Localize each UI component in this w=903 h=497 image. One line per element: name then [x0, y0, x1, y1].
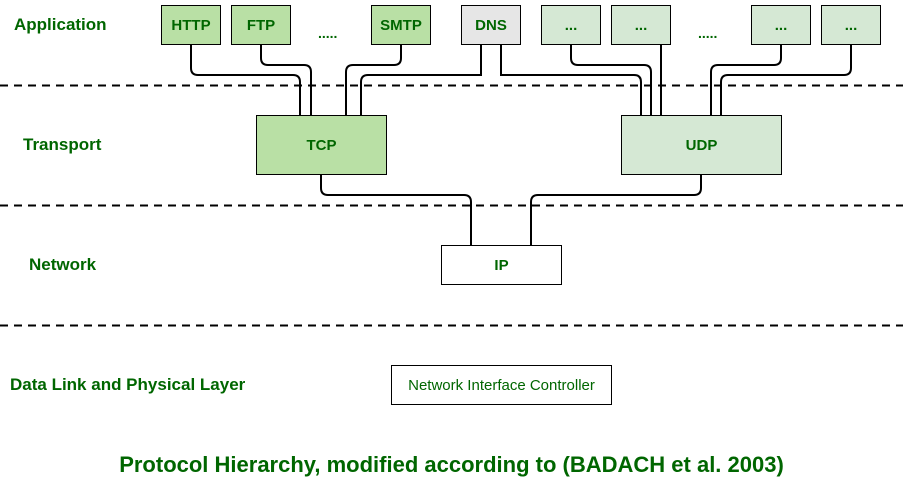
protocol-label: DNS [475, 16, 507, 34]
connector-smtp-tcp [345, 45, 402, 115]
protocol-box-tcp: TCP [256, 115, 387, 175]
connector-app4-udp [720, 45, 852, 115]
figure-caption: Protocol Hierarchy, modified according t… [119, 452, 784, 477]
protocol-box-ftp: FTP [231, 5, 291, 45]
protocol-box-udp: UDP [621, 115, 782, 175]
protocol-box-udp-app-1: ... [541, 5, 601, 45]
protocol-box-udp-app-4: ... [821, 5, 881, 45]
connector-app1-udp [570, 45, 652, 115]
protocol-box-ip: IP [441, 245, 562, 285]
protocol-box-dns: DNS [461, 5, 521, 45]
protocol-label: ... [634, 16, 648, 34]
connector-http-tcp [190, 45, 301, 115]
protocol-label: ... [774, 16, 788, 34]
ellipsis-tcp-apps: ..... [318, 25, 338, 41]
protocol-label: HTTP [171, 16, 211, 34]
protocol-box-smtp: SMTP [371, 5, 431, 45]
connector-ftp-tcp [260, 45, 312, 115]
layer-label-datalink: Data Link and Physical Layer [10, 375, 246, 394]
protocol-label: IP [494, 256, 509, 274]
ellipsis-udp-apps: ..... [698, 25, 718, 41]
protocol-label: UDP [685, 136, 718, 154]
protocol-label: ... [564, 16, 578, 34]
connector-tcp-ip [320, 175, 472, 245]
connector-dns-tcp [360, 45, 482, 115]
layer-label-transport: Transport [23, 135, 102, 154]
component-box-nic: Network Interface Controller [391, 365, 612, 405]
protocol-label: SMTP [380, 16, 422, 34]
protocol-label: ... [844, 16, 858, 34]
component-label: Network Interface Controller [408, 376, 595, 394]
protocol-label: FTP [246, 16, 276, 34]
protocol-box-udp-app-2: ... [611, 5, 671, 45]
protocol-label: TCP [306, 136, 337, 154]
layer-label-network: Network [29, 255, 97, 274]
protocol-box-udp-app-3: ... [751, 5, 811, 45]
connector-app3-udp [710, 45, 782, 115]
layer-label-application: Application [14, 15, 107, 34]
connector-udp-ip [530, 175, 702, 245]
protocol-box-http: HTTP [161, 5, 221, 45]
connector-dns-udp [500, 45, 642, 115]
